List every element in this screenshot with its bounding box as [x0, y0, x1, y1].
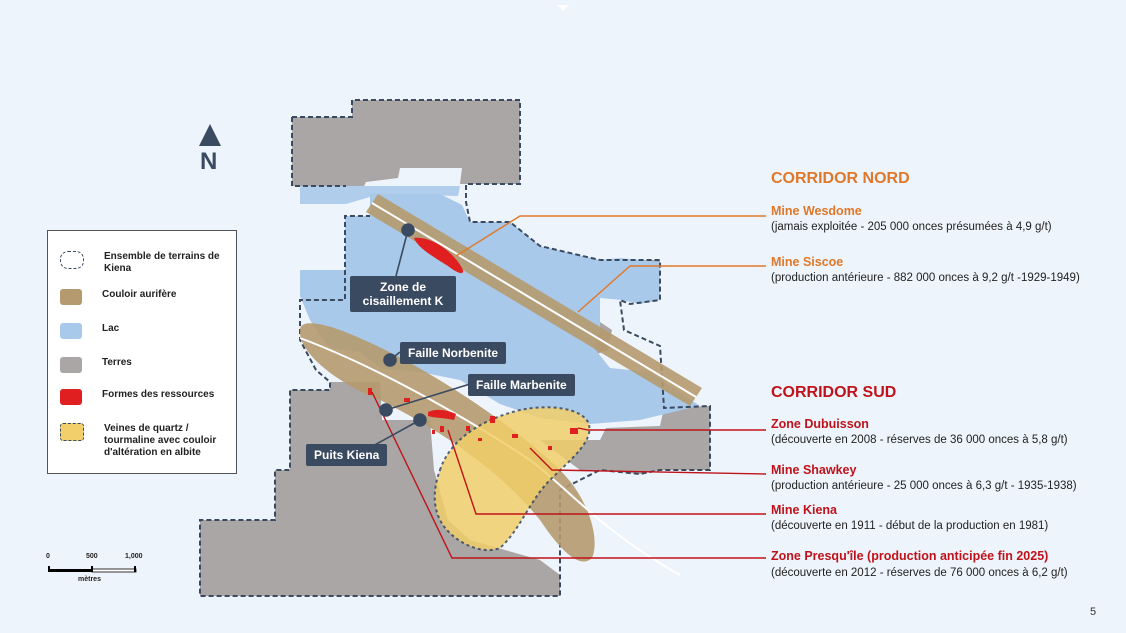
legend-label: Lac: [102, 323, 120, 334]
callout-faille-norbenite: Faille Norbenite: [400, 342, 507, 364]
top-marker-icon: [557, 5, 569, 11]
legend-item-quartz: Veines de quartz / tourmaline avec coulo…: [60, 423, 232, 459]
nord-leader-lines: [455, 215, 766, 313]
lake-swatch: [60, 323, 82, 339]
map-legend: Ensemble de terrains de Kiena Couloir au…: [47, 230, 237, 474]
callout-faille-marbenite: Faille Marbenite: [468, 374, 575, 396]
scale-tick-1000: 1,000: [125, 553, 143, 560]
zone-dubuisson-desc: (découverte en 2008 - réserves de 36 000…: [771, 434, 1068, 446]
mine-kiena-desc: (découverte en 1911 - début de la produc…: [771, 520, 1049, 532]
scale-unit: mètres: [78, 576, 101, 583]
mine-wesdome-desc: (jamais exploitée - 205 000 onces présum…: [771, 221, 1052, 233]
zone-presquile-desc: (découverte en 2012 - réserves de 76 000…: [771, 567, 1068, 579]
page-number: 5: [1090, 606, 1097, 618]
mine-siscoe-desc: (production antérieure - 882 000 onces à…: [771, 272, 1080, 284]
legend-label: Ensemble de terrains de Kiena: [104, 251, 220, 274]
north-arrow-icon: [199, 124, 221, 146]
mine-kiena-title: Mine Kiena: [771, 503, 837, 517]
scale-tick-0: 0: [46, 553, 50, 560]
north-label: N: [200, 148, 218, 175]
corridor-sud-title: CORRIDOR SUD: [771, 384, 897, 401]
callout-connectors: [361, 223, 471, 453]
scale-tick-500: 500: [86, 553, 98, 560]
legend-item-property: Ensemble de terrains de Kiena: [60, 251, 232, 275]
scale-bar: [48, 566, 137, 573]
resource-swatch: [60, 389, 82, 405]
sud-leader-lines: [371, 391, 767, 559]
legend-item-resources: Formes des ressources: [60, 389, 232, 405]
gold-corridor-swatch: [60, 289, 82, 305]
quartz-swatch: [60, 423, 84, 441]
zone-dubuisson-title: Zone Dubuisson: [771, 417, 869, 431]
legend-label: Terres: [102, 357, 132, 368]
mine-shawkey-desc: (production antérieure - 25 000 onces à …: [771, 480, 1077, 492]
property-outline: [199, 99, 711, 597]
dashed-outline-icon: [60, 251, 84, 269]
corridor-nord-title: CORRIDOR NORD: [771, 170, 910, 187]
mine-wesdome-title: Mine Wesdome: [771, 204, 862, 218]
callout-puits-kiena: Puits Kiena: [306, 444, 388, 466]
zone-presquile-title: Zone Presqu'île (production anticipée fi…: [771, 549, 1049, 563]
legend-item-land: Terres: [60, 357, 232, 373]
callout-zone-cisaillement: Zone de cisaillement K: [350, 276, 456, 312]
ore-shapes: [368, 237, 578, 450]
legend-label: Formes des ressources: [102, 389, 215, 400]
mine-shawkey-title: Mine Shawkey: [771, 463, 857, 477]
legend-label: Veines de quartz / tourmaline avec coulo…: [104, 423, 217, 458]
legend-label: Couloir aurifère: [102, 289, 177, 300]
legend-item-lake: Lac: [60, 323, 232, 339]
quartz-vein-zone: [433, 406, 591, 551]
mine-siscoe-title: Mine Siscoe: [771, 255, 844, 269]
legend-item-gold-corridor: Couloir aurifère: [60, 289, 232, 305]
land-swatch: [60, 357, 82, 373]
